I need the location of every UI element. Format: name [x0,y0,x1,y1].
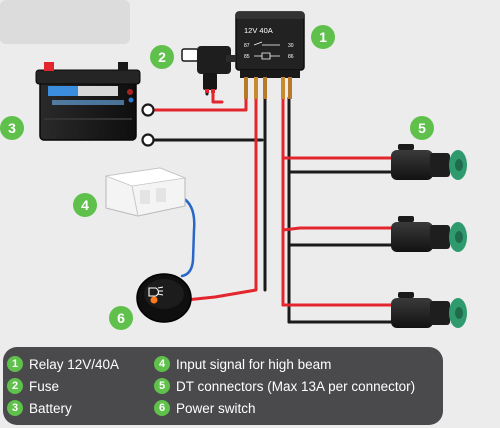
dt-connector-2 [391,216,467,252]
legend-label: Input signal for high beam [176,356,332,372]
relay-rating-label: 12V 40A [244,26,273,35]
relay-pin-86-label: 86 [288,54,294,60]
legend-item-dt-connectors: 5 DT connectors (Max 13A per connector) [154,376,415,396]
relay-pin-85-label: 85 [244,54,250,60]
svg-text:3: 3 [8,120,16,136]
relay: 12V 40A 87 30 85 86 [235,11,305,99]
dt-connector-3 [391,292,467,328]
svg-text:4: 4 [81,197,89,213]
svg-text:5: 5 [418,120,426,136]
wire-battery-positive [151,96,248,112]
wiring-diagram-svg: 12V 40A 87 30 85 86 [0,0,467,330]
legend-item-fuse: 2 Fuse [7,376,59,396]
wire-signal-blue [180,196,196,278]
relay-pin-30-label: 30 [288,43,294,49]
battery [35,62,141,141]
legend-badge: 4 [154,356,170,372]
svg-text:1: 1 [319,29,327,45]
legend-panel: 1 Relay 12V/40A 2 Fuse 3 Battery 4 Input… [3,347,443,425]
legend-item-power-switch: 6 Power switch [154,398,256,418]
legend-badge: 3 [7,400,23,416]
callout-badge-battery: 3 [0,116,24,140]
callout-badge-relay: 1 [311,25,335,49]
battery-ring-terminal-negative [141,133,155,147]
legend-item-relay: 1 Relay 12V/40A [7,354,119,374]
high-beam-input-plug [104,167,187,217]
relay-pin-87-label: 87 [244,43,250,49]
legend-label: Relay 12V/40A [29,356,120,372]
background-smudge [0,0,130,44]
callout-badge-input-signal: 4 [73,193,97,217]
callout-badge-power-switch: 6 [109,306,133,330]
svg-text:6: 6 [117,310,125,326]
callout-badge-dt-connectors: 5 [410,116,434,140]
fuse-holder [181,46,236,93]
legend-label: Fuse [29,378,60,394]
wires [151,88,393,324]
legend-label: Battery [29,400,72,416]
legend-label: DT connectors (Max 13A per connector) [176,378,416,394]
dt-connector-1 [391,144,467,180]
wire-dt2-red [281,226,393,232]
legend-item-input-signal: 4 Input signal for high beam [154,354,331,374]
wire-fuse-lead-red [211,88,224,104]
headlight-icon [148,286,164,297]
power-switch [136,273,192,323]
legend-badge: 6 [154,400,170,416]
legend-badge: 5 [154,378,170,394]
svg-text:2: 2 [158,49,166,65]
legend-badge: 2 [7,378,23,394]
legend-badge: 1 [7,356,23,372]
battery-ring-terminal-positive [141,103,155,117]
legend-item-battery: 3 Battery [7,398,72,418]
legend-label: Power switch [176,400,256,416]
wire-red-trunk [184,96,258,302]
callout-badge-fuse: 2 [150,45,174,69]
